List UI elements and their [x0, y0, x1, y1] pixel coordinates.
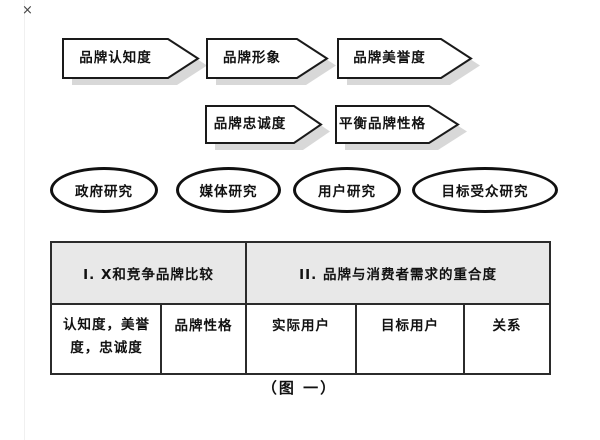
table-header-row: I. X和竞争品牌比较 II. 品牌与消费者需求的重合度 [49, 241, 552, 305]
ellipse-label: 用户研究 [318, 184, 376, 200]
table-header-brand-comparison: I. X和竞争品牌比较 [49, 241, 248, 305]
arrow-label: 品牌认知度 [79, 50, 152, 66]
arrow-outline [62, 38, 200, 79]
arrow-outline [206, 38, 329, 79]
arrow-shape [335, 105, 467, 150]
table-cell-actual-users: 实际用户 [245, 303, 358, 375]
arrow-shape [337, 38, 480, 85]
flow-arrow-brand-reputation: 品牌美誉度 [337, 38, 482, 89]
research-ellipse-user: 用户研究 [293, 167, 401, 213]
arrow-outline [335, 105, 460, 144]
ellipse-label: 目标受众研究 [441, 184, 529, 200]
ellipse-label: 媒体研究 [199, 184, 258, 200]
ellipse-label: 政府研究 [75, 184, 133, 200]
table-cell-awareness-reputation-loyalty: 认知度，美誉度，忠诚度 [50, 303, 162, 375]
table-cell-brand-character: 品牌性格 [159, 303, 248, 375]
comparison-table: I. X和竞争品牌比较 II. 品牌与消费者需求的重合度 认知度，美誉度，忠诚度… [49, 241, 552, 375]
arrow-label: 平衡品牌性格 [339, 116, 426, 132]
figure-caption: （图 一） [261, 379, 338, 397]
broken-image-icon: × [22, 3, 33, 18]
flow-arrow-brand-image: 品牌形象 [206, 38, 338, 89]
page-edge-line [24, 0, 25, 440]
research-ellipse-government: 政府研究 [50, 167, 158, 213]
research-ellipse-target-audience: 目标受众研究 [412, 167, 558, 213]
arrow-label: 品牌形象 [223, 50, 281, 66]
table-cell-target-users: 目标用户 [355, 303, 466, 375]
flow-arrow-brand-awareness: 品牌认知度 [62, 38, 209, 89]
arrow-shape [62, 38, 207, 85]
arrow-label: 品牌忠诚度 [213, 116, 287, 132]
arrow-shape [205, 105, 330, 150]
table-header-consumer-overlap: II. 品牌与消费者需求的重合度 [245, 241, 552, 305]
flow-arrow-brand-loyalty: 品牌忠诚度 [205, 105, 332, 154]
flow-arrow-balanced-brand-character: 平衡品牌性格 [335, 105, 469, 154]
arrow-label: 品牌美誉度 [353, 50, 426, 66]
research-ellipse-media: 媒体研究 [176, 167, 281, 213]
arrow-outline [337, 38, 473, 79]
table-body-row: 认知度，美誉度，忠诚度 品牌性格 实际用户 目标用户 关系 [50, 303, 552, 375]
table-cell-relationship: 关系 [463, 303, 552, 375]
arrow-outline [205, 105, 323, 144]
arrow-shape [206, 38, 336, 85]
